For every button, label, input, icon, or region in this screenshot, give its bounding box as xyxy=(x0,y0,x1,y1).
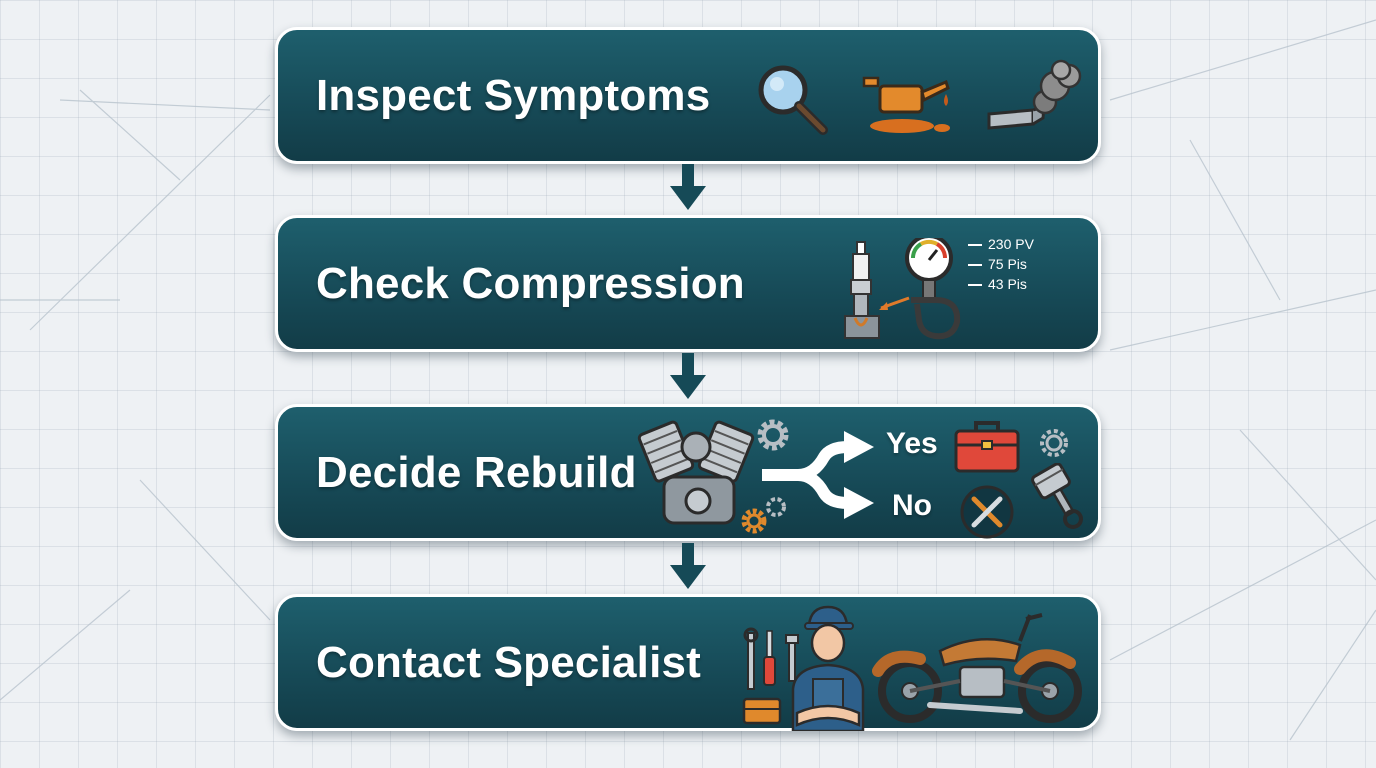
gear-icon xyxy=(1040,429,1068,457)
step-check-compression: Check Compression 230 PV 75 Pis 43 Pis xyxy=(275,215,1101,352)
reading-3: 43 Pis xyxy=(968,274,1034,294)
step-title: Check Compression xyxy=(316,259,745,308)
step-inspect-symptoms: Inspect Symptoms xyxy=(275,27,1101,164)
reading-1: 230 PV xyxy=(968,234,1034,254)
piston-icon xyxy=(1031,463,1083,529)
step-contact-specialist: Contact Specialist xyxy=(275,594,1101,731)
flow-arrow xyxy=(670,543,706,589)
spark-plug-icon xyxy=(844,241,880,339)
tools-icon xyxy=(960,485,1014,539)
v-twin-engine-icon xyxy=(637,420,755,525)
step-title: Contact Specialist xyxy=(316,638,702,687)
mechanic-icon xyxy=(791,605,865,731)
step-decide-rebuild: Decide Rebuild Yes No xyxy=(275,404,1101,541)
magnifier-icon xyxy=(758,65,828,135)
branch-yes-label: Yes xyxy=(886,427,938,460)
toolbox-icon xyxy=(954,421,1020,473)
compression-gauge-icon xyxy=(844,238,961,340)
vintage-motorcycle-icon xyxy=(872,613,1082,723)
gear-icon xyxy=(757,419,789,451)
flow-arrow xyxy=(670,353,706,399)
branch-no-label: No xyxy=(892,489,932,522)
fork-arrow-icon xyxy=(762,431,874,519)
flow-arrow xyxy=(670,164,706,210)
oil-leak-icon xyxy=(862,76,950,133)
reading-2: 75 Pis xyxy=(968,254,1034,274)
gears-icon xyxy=(741,497,786,534)
step-title: Decide Rebuild xyxy=(316,448,637,497)
exhaust-smoke-icon xyxy=(987,59,1082,130)
step-title: Inspect Symptoms xyxy=(316,71,711,120)
gauge-readings: 230 PV 75 Pis 43 Pis xyxy=(968,234,1034,294)
hand-tools-icon xyxy=(742,627,799,725)
